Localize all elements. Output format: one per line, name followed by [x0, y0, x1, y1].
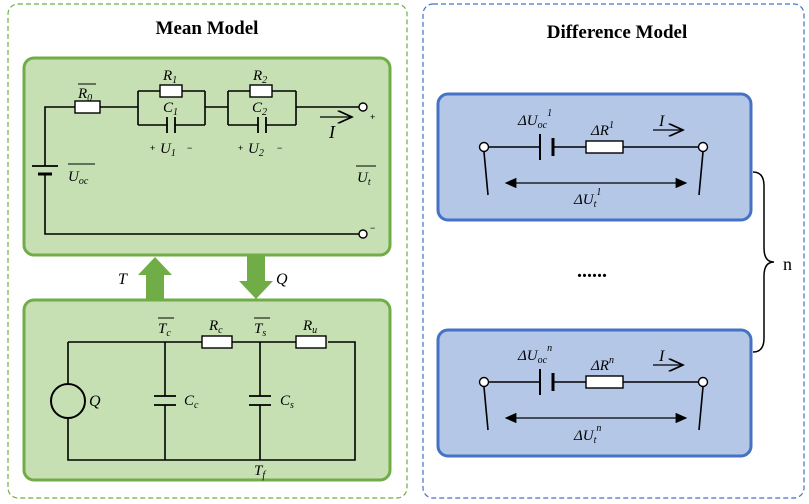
label-cc: Cc	[184, 393, 199, 411]
difference-cell-n-circuit	[478, 365, 709, 431]
cell1-label-dut: ΔUt1	[573, 187, 601, 210]
resistor-r1	[159, 84, 183, 98]
brace-bracket	[752, 171, 775, 353]
difference-model-title: Difference Model	[547, 22, 688, 43]
label-current-i: I	[328, 122, 336, 142]
label-minus-terminal: −	[370, 223, 375, 233]
cell1-label-i: I	[658, 113, 665, 130]
svg-text:−: −	[187, 143, 192, 153]
svg-text:U1: U1	[160, 141, 176, 159]
celln-label-i: I	[658, 348, 665, 365]
resistor-r2	[249, 84, 273, 98]
mean-model-panel	[7, 3, 408, 499]
label-t: T	[118, 271, 128, 288]
celln-resistor	[585, 375, 624, 389]
terminal-positive	[358, 102, 368, 112]
svg-text:Tc: Tc	[158, 321, 171, 339]
label-plus-terminal: +	[370, 112, 375, 122]
celln-label-dut: ΔUtn	[573, 423, 601, 446]
svg-text:Uoc: Uoc	[68, 169, 89, 187]
label-tf: Tf	[254, 463, 266, 481]
difference-model-panel	[422, 3, 805, 499]
terminal-negative	[358, 229, 368, 239]
svg-text:+: +	[238, 143, 243, 153]
celln-terminal-right	[697, 376, 709, 388]
electrical-circuit	[32, 84, 368, 239]
brace-label-n: n	[783, 254, 792, 274]
label-uoc: Uoc	[68, 163, 95, 187]
label-ts: Ts	[254, 317, 270, 339]
mean-model-title: Mean Model	[156, 18, 259, 39]
label-rc: Rc	[208, 318, 223, 336]
arrow-up-t	[138, 257, 172, 300]
label-r2: R2	[252, 68, 267, 86]
label-u1: + U1 −	[150, 141, 192, 159]
heat-source-q	[50, 383, 86, 419]
svg-text:Ts: Ts	[254, 321, 266, 339]
svg-text:+: +	[150, 143, 155, 153]
svg-text:R0: R0	[77, 86, 92, 104]
label-c1: C1	[163, 100, 178, 118]
arrow-down-q	[239, 255, 273, 299]
label-ut: Ut	[356, 165, 376, 188]
svg-text:U2: U2	[248, 141, 264, 159]
celln-label-duoc: ΔUocn	[517, 343, 552, 366]
label-u2: + U2 −	[238, 141, 282, 159]
ellipsis: ......	[577, 260, 607, 282]
thermal-circuit	[50, 335, 356, 461]
svg-text:Ut: Ut	[357, 170, 371, 188]
celln-label-dr: ΔRn	[590, 355, 614, 374]
resistor-r0	[74, 100, 101, 114]
difference-cell-1-circuit	[478, 130, 709, 196]
label-cs: Cs	[280, 393, 294, 411]
cell1-terminal-left	[478, 141, 490, 153]
cell1-label-dr: ΔR1	[590, 120, 614, 139]
celln-terminal-left	[478, 376, 490, 388]
label-c2: C2	[252, 100, 267, 118]
resistor-rc	[201, 335, 233, 349]
cell1-resistor	[585, 140, 624, 154]
label-ru: Ru	[302, 318, 317, 336]
cell1-terminal-right	[697, 141, 709, 153]
label-tc: Tc	[158, 317, 174, 339]
cell1-label-duoc: ΔUoc1	[517, 108, 552, 131]
label-q-coupling: Q	[276, 271, 288, 288]
label-r1: R1	[162, 68, 177, 86]
label-r0: R0	[77, 83, 96, 104]
resistor-ru	[295, 335, 327, 349]
label-q-source: Q	[89, 393, 101, 410]
svg-text:−: −	[277, 143, 282, 153]
